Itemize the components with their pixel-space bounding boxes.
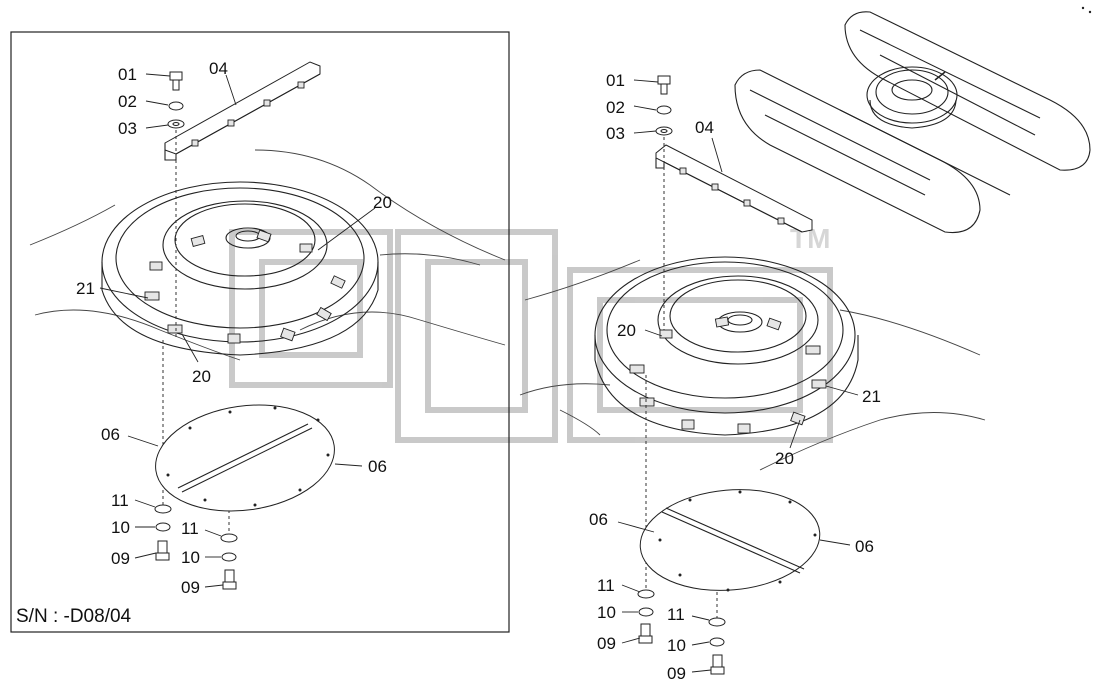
right-panel: 01 02 03 04 20 21 20 06 06 11 10 09 11 1… bbox=[519, 6, 1092, 683]
label-09a: 09 bbox=[597, 634, 616, 653]
washer-02-left bbox=[168, 101, 184, 111]
washer-11b-left bbox=[220, 533, 238, 543]
washer-02-right bbox=[656, 105, 672, 115]
bolt-09b-right bbox=[710, 654, 725, 675]
bolt-09a-left bbox=[155, 540, 170, 561]
label-03: 03 bbox=[118, 119, 137, 138]
washer-03-right bbox=[655, 126, 673, 136]
label-20-top: 20 bbox=[617, 321, 636, 340]
label-11a: 11 bbox=[111, 491, 129, 510]
label-10a: 10 bbox=[597, 603, 616, 622]
bolt-01-left bbox=[169, 71, 183, 91]
label-06-left: 06 bbox=[101, 425, 120, 444]
label-11a: 11 bbox=[597, 576, 615, 595]
label-21: 21 bbox=[862, 387, 881, 406]
label-10b: 10 bbox=[667, 636, 686, 655]
label-21: 21 bbox=[76, 279, 95, 298]
label-03: 03 bbox=[606, 124, 625, 143]
cover-plate-06-right bbox=[639, 489, 821, 592]
serial-number: S/N : -D08/04 bbox=[16, 606, 132, 627]
label-09b: 09 bbox=[667, 664, 686, 683]
label-10b: 10 bbox=[181, 548, 200, 567]
washer-10b-left bbox=[221, 552, 237, 562]
washer-03-left bbox=[167, 119, 185, 129]
label-06-right: 06 bbox=[855, 537, 874, 556]
label-01: 01 bbox=[118, 65, 137, 84]
label-11b: 11 bbox=[181, 519, 199, 538]
washer-11a-left bbox=[154, 504, 172, 514]
label-06-left: 06 bbox=[589, 510, 608, 529]
washer-10a-left bbox=[155, 522, 171, 532]
bolt-01-right bbox=[657, 75, 671, 95]
label-10a: 10 bbox=[111, 518, 130, 537]
label-09b: 09 bbox=[181, 578, 200, 597]
bolt-09b-left bbox=[222, 569, 237, 590]
washer-11b-right bbox=[708, 617, 726, 627]
label-04: 04 bbox=[209, 59, 228, 78]
watermark: TM bbox=[229, 223, 833, 443]
left-panel: 01 02 03 04 20 21 20 06 06 11 10 09 11 1… bbox=[10, 31, 510, 633]
label-02: 02 bbox=[606, 98, 625, 117]
label-11b: 11 bbox=[667, 605, 685, 624]
undercarriage-thumbnail bbox=[734, 11, 1091, 234]
label-04: 04 bbox=[695, 118, 714, 137]
washer-10a-right bbox=[638, 607, 654, 617]
cover-plate-06-left bbox=[155, 404, 335, 512]
bracket-04-left bbox=[164, 61, 321, 161]
washer-11a-right bbox=[637, 589, 655, 599]
label-09a: 09 bbox=[111, 549, 130, 568]
label-06-right: 06 bbox=[368, 457, 387, 476]
swing-bearing-right bbox=[594, 256, 859, 436]
label-20-top: 20 bbox=[373, 193, 392, 212]
label-20-bottom: 20 bbox=[775, 449, 794, 468]
label-20-bottom: 20 bbox=[192, 367, 211, 386]
bolt-09a-right bbox=[638, 623, 653, 644]
washer-10b-right bbox=[709, 637, 725, 647]
label-02: 02 bbox=[118, 92, 137, 111]
bracket-04-right bbox=[655, 144, 813, 233]
label-01: 01 bbox=[606, 71, 625, 90]
left-panel-frame bbox=[10, 31, 510, 633]
swing-bearing-left bbox=[101, 181, 379, 356]
